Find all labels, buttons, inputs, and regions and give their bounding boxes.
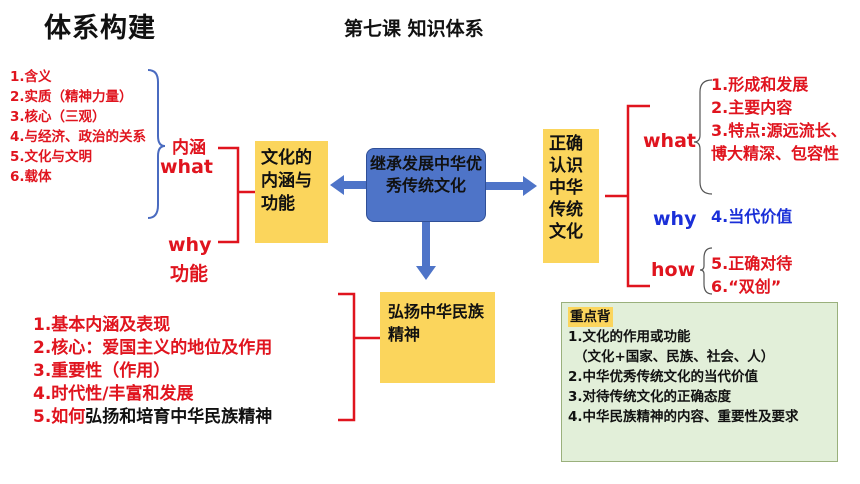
culture-bracket bbox=[218, 146, 255, 244]
label-what-left: what bbox=[160, 156, 213, 178]
key-points-tag: 重点背 bbox=[568, 307, 613, 327]
label-how-right: how bbox=[651, 259, 696, 281]
list-item: 1.文化的作用或功能 bbox=[568, 329, 691, 345]
how-brace bbox=[699, 247, 713, 295]
list-item: 5.如何弘扬和培育中华民族精神 bbox=[33, 407, 273, 427]
label-what-right: what bbox=[643, 130, 696, 152]
list-item: 1.基本内涵及表现 bbox=[33, 315, 171, 335]
label-neihan: 内涵 bbox=[172, 138, 206, 158]
list-item: 3.核心（三观） bbox=[10, 109, 106, 125]
list-item: 5.文化与文明 bbox=[10, 149, 93, 165]
arrow-down bbox=[416, 222, 436, 280]
spirit-bracket bbox=[338, 292, 380, 422]
list-item: 6.载体 bbox=[10, 169, 52, 185]
list-item: 3.对待传统文化的正确态度 bbox=[568, 389, 732, 405]
list-item: 3.重要性（作用） bbox=[33, 361, 171, 381]
correct-bracket bbox=[605, 104, 650, 288]
arrow-left bbox=[330, 175, 366, 195]
list-item: 3.特点:源远流长、博大精深、包容性 bbox=[711, 121, 847, 163]
list-item: 1.形成和发展 bbox=[711, 75, 809, 94]
what-brace bbox=[693, 79, 713, 195]
meaning-list: 1.含义 2.实质（精神力量） 3.核心（三观） 4.与经济、政治的关系 5.文… bbox=[10, 67, 160, 187]
list-item: 4.时代性/丰富和发展 bbox=[33, 384, 194, 404]
list-item: 1.含义 bbox=[10, 69, 52, 85]
label-gongneng: 功能 bbox=[170, 263, 209, 285]
list-item: 2.实质（精神力量） bbox=[10, 89, 133, 105]
list-item: 2.中华优秀传统文化的当代价值 bbox=[568, 369, 759, 385]
key-points-note: 重点背 1.文化的作用或功能 （文化+国家、民族、社会、人） 2.中华优秀传统文… bbox=[561, 302, 838, 462]
list-item: 2.主要内容 bbox=[711, 98, 793, 117]
national-spirit-box: 弘扬中华民族精神 bbox=[380, 292, 495, 383]
left-brace bbox=[147, 69, 166, 219]
list-item: 5.正确对待 bbox=[711, 254, 793, 273]
center-topic-box: 继承发展中华优秀传统文化 bbox=[366, 148, 486, 222]
label-why-left: why bbox=[168, 234, 212, 256]
list-item: 4.中华民族精神的内容、重要性及要求 bbox=[568, 409, 799, 425]
page-title: 体系构建 bbox=[44, 13, 156, 44]
how-list: 5.正确对待 6.“双创” bbox=[711, 252, 792, 298]
list-item: （文化+国家、民族、社会、人） bbox=[574, 349, 775, 365]
what-list: 1.形成和发展 2.主要内容 3.特点:源远流长、博大精深、包容性 bbox=[711, 73, 857, 165]
list-item: 6.“双创” bbox=[711, 277, 782, 296]
why-item: 4.当代价值 bbox=[711, 207, 793, 226]
correct-understanding-box: 正确认识中华传统文化 bbox=[543, 129, 599, 263]
spirit-list: 1.基本内涵及表现 2.核心：爱国主义的地位及作用 3.重要性（作用） 4.时代… bbox=[33, 314, 272, 429]
page-subtitle: 第七课 知识体系 bbox=[344, 18, 484, 40]
arrow-right bbox=[486, 176, 537, 196]
list-item: 2.核心：爱国主义的地位及作用 bbox=[33, 338, 273, 358]
list-item: 4.与经济、政治的关系 bbox=[10, 129, 147, 145]
culture-box: 文化的内涵与功能 bbox=[255, 141, 328, 243]
label-why-right: why bbox=[653, 208, 697, 230]
